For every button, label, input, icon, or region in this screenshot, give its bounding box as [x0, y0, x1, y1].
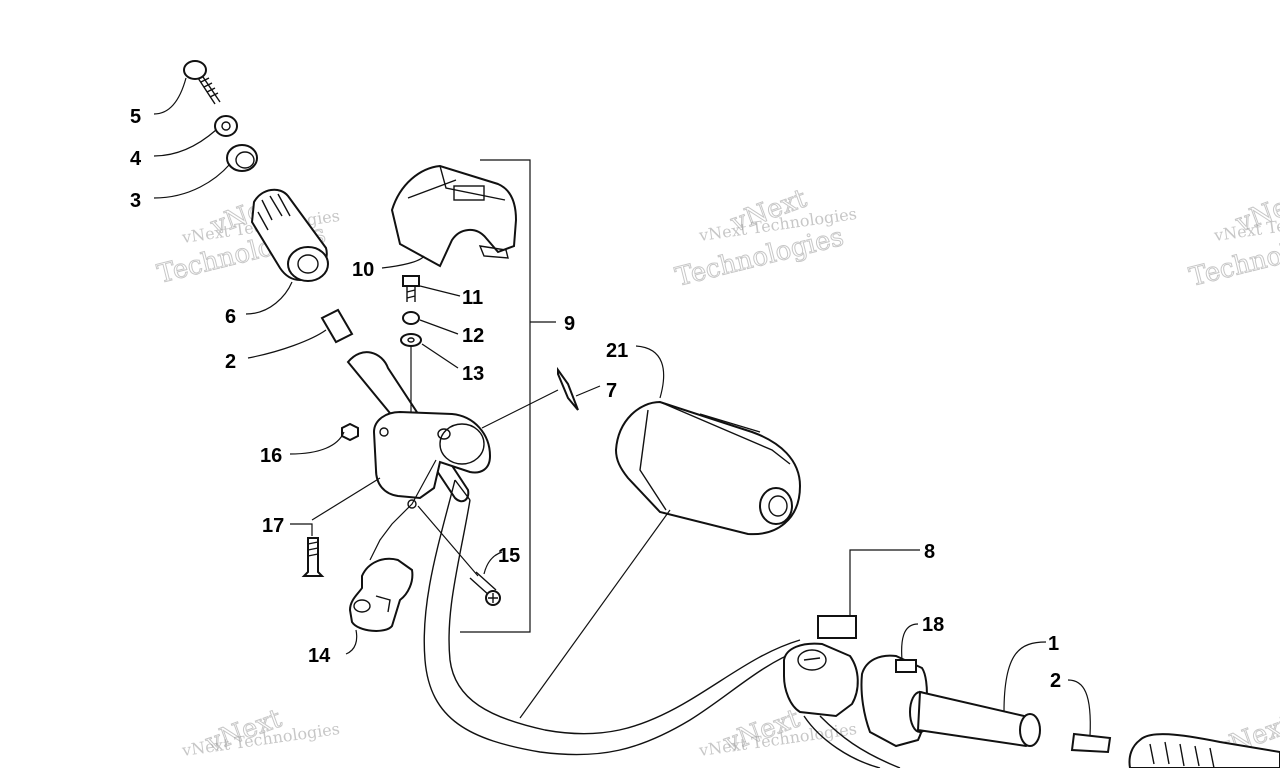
washer-4 — [214, 115, 238, 137]
callout-15: 15 — [498, 545, 520, 567]
callout-21: 21 — [606, 340, 628, 362]
nut-16 — [341, 422, 359, 442]
decal-7 — [557, 366, 579, 411]
flat-washer-13 — [400, 333, 422, 347]
callout-8: 8 — [924, 541, 935, 563]
screw-11 — [402, 275, 420, 302]
callout-18: 18 — [922, 614, 944, 636]
callout-11: 11 — [462, 287, 483, 309]
bolt-5 — [183, 60, 221, 105]
sleeve-2-top — [320, 308, 354, 344]
callout-17: 17 — [262, 515, 284, 537]
callout-9: 9 — [564, 313, 575, 335]
watermark-left-bottom: vNext Technologies vNext — [180, 703, 341, 760]
group-bracket-9 — [460, 159, 556, 633]
callout-7: 7 — [606, 380, 617, 402]
callout-5: 5 — [130, 106, 141, 128]
lock-washer-12 — [402, 311, 420, 325]
sleeve-2-bottom — [1070, 732, 1112, 754]
watermark-right-top: vNext Technologies Technologies vNext — [1186, 183, 1280, 293]
callout-1: 1 — [1048, 633, 1059, 655]
grip-6 — [250, 188, 329, 282]
hand-guard-21 — [614, 400, 802, 536]
watermark-center-top: vNext Technologies Technologies vNext — [672, 183, 858, 293]
callout-2-bottom: 2 — [1050, 670, 1061, 692]
callout-12: 12 — [462, 325, 484, 347]
right-grip — [1128, 733, 1280, 768]
bar-end-1 — [916, 690, 1041, 748]
callout-2-top: 2 — [225, 351, 236, 373]
end-cap-3 — [226, 144, 258, 172]
callout-3: 3 — [130, 190, 141, 212]
clamp-14 — [348, 557, 414, 632]
switch-housing — [372, 410, 492, 509]
right-control-housing — [783, 642, 901, 768]
callout-14: 14 — [308, 645, 331, 667]
screw-17 — [301, 537, 325, 577]
callout-16: 16 — [260, 445, 282, 467]
callout-13: 13 — [462, 363, 484, 385]
screw-15 — [469, 571, 501, 606]
callout-labels: 5 4 3 6 2 10 11 12 13 9 21 7 16 17 15 14… — [130, 106, 1061, 692]
leader-lines — [153, 77, 1091, 737]
housing-cover-10 — [390, 164, 518, 268]
callout-10: 10 — [352, 259, 374, 281]
callout-4: 4 — [130, 148, 142, 170]
decal-8 — [817, 615, 857, 639]
callout-6: 6 — [225, 306, 236, 328]
